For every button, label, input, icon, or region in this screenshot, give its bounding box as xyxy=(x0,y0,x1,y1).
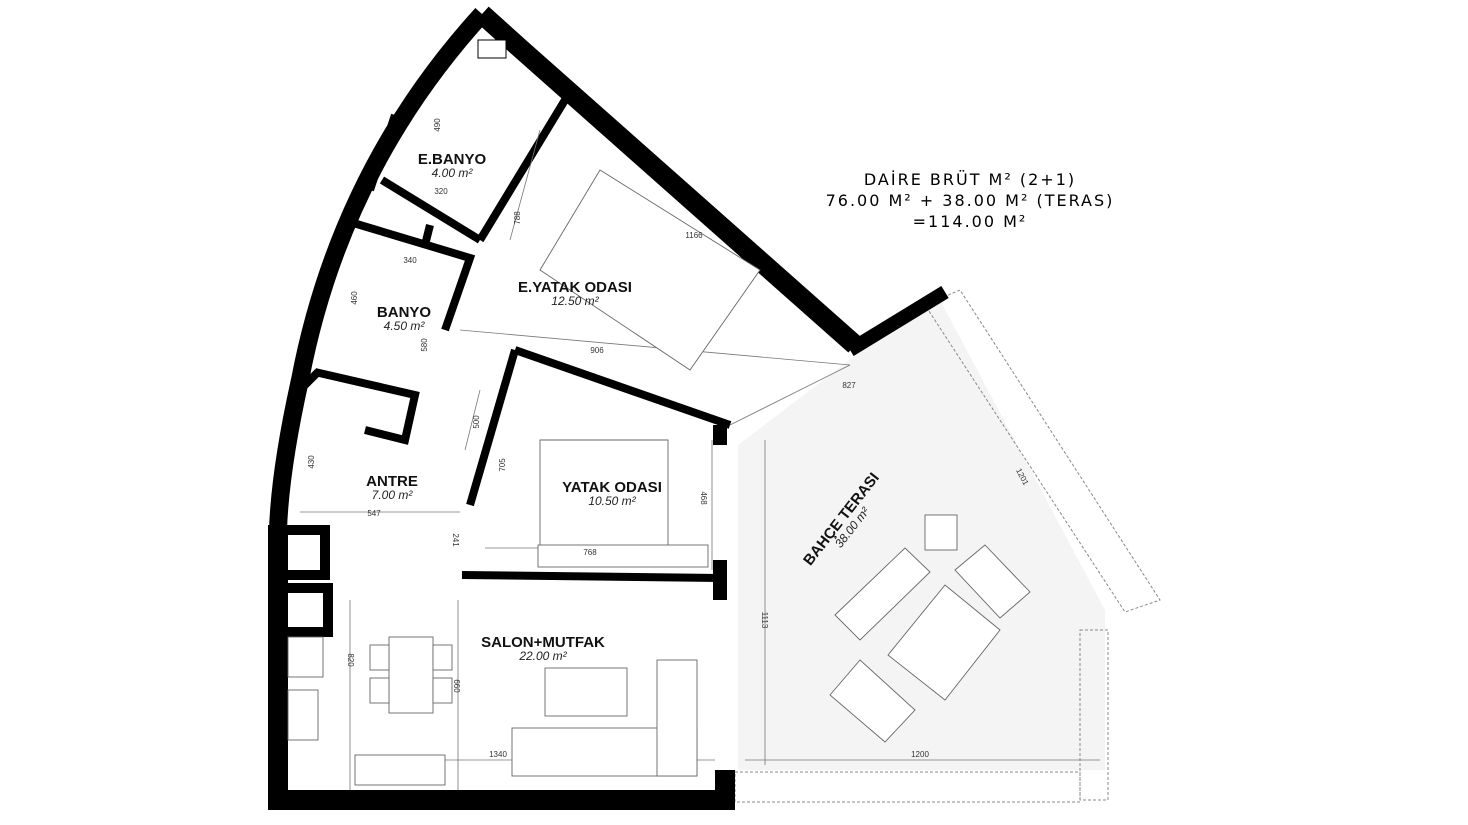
dim-1166: 1166 xyxy=(685,231,703,240)
room-area-yatak: 10.50 m² xyxy=(588,494,636,508)
fridge xyxy=(287,636,324,678)
room-area-eyatak: 12.50 m² xyxy=(551,294,599,308)
terrace-sofa-2 xyxy=(954,544,1031,619)
dim-788: 788 xyxy=(513,211,522,225)
terrace-floor xyxy=(738,300,1105,770)
room-name-ebanyo: E.BANYO xyxy=(418,151,487,168)
room-area-antre: 7.00 m² xyxy=(372,488,414,502)
kitchen-sink xyxy=(354,754,446,786)
room-area-banyo: 4.50 m² xyxy=(384,319,426,333)
dim-430: 430 xyxy=(307,455,316,469)
master-bed xyxy=(539,169,761,371)
dim-906: 906 xyxy=(590,346,604,355)
dim-241: 241 xyxy=(451,533,460,547)
sofa-side xyxy=(656,659,698,777)
summary-line-1: DAİRE BRÜT M² (2+1) xyxy=(864,170,1076,189)
coffee-table xyxy=(544,667,628,717)
dim-500: 500 xyxy=(472,415,481,429)
dim-468: 468 xyxy=(699,491,708,505)
room-name-yatak: YATAK ODASI xyxy=(562,479,662,496)
room-name-eyatak: E.YATAK ODASI xyxy=(518,279,632,296)
dim-1340: 1340 xyxy=(489,750,507,759)
room-name-banyo: BANYO xyxy=(377,304,432,321)
terrace-planter-right xyxy=(1079,629,1109,801)
terrace-sofa-1 xyxy=(834,547,931,641)
summary-line-2: 76.00 M² + 38.00 M² (TERAS) xyxy=(826,191,1115,210)
terrace-table xyxy=(887,584,1001,701)
terrace-chair xyxy=(924,514,958,551)
room-name-antre: ANTRE xyxy=(366,473,418,490)
wardrobe xyxy=(537,544,709,568)
room-area-ebanyo: 4.00 m² xyxy=(432,166,474,180)
dim-320: 320 xyxy=(434,187,448,196)
dim-1113: 1113 xyxy=(760,612,769,629)
dim-827: 827 xyxy=(842,381,856,390)
walls xyxy=(268,6,949,810)
dim-490: 490 xyxy=(433,118,442,132)
dim-820: 820 xyxy=(346,653,355,667)
dim-460: 460 xyxy=(350,291,359,305)
dining-table xyxy=(388,636,434,714)
dim-340: 340 xyxy=(403,256,417,265)
terrace-sofa-3 xyxy=(829,659,916,743)
room-area-salon: 22.00 m² xyxy=(518,649,567,663)
dim-580: 580 xyxy=(420,338,429,352)
dim-547: 547 xyxy=(367,509,381,518)
summary-line-3: =114.00 M² xyxy=(913,212,1028,231)
room-name-salon: SALON+MUTFAK xyxy=(481,634,605,651)
dim-768: 768 xyxy=(583,548,597,557)
cooktop xyxy=(287,689,319,741)
dim-705: 705 xyxy=(498,458,507,472)
dim-1200: 1200 xyxy=(911,750,929,759)
dim-660: 660 xyxy=(452,679,461,693)
furniture xyxy=(287,169,1031,786)
terrace-planter-bottom xyxy=(734,771,1081,803)
terrace-planter-diagonal xyxy=(924,289,1161,613)
